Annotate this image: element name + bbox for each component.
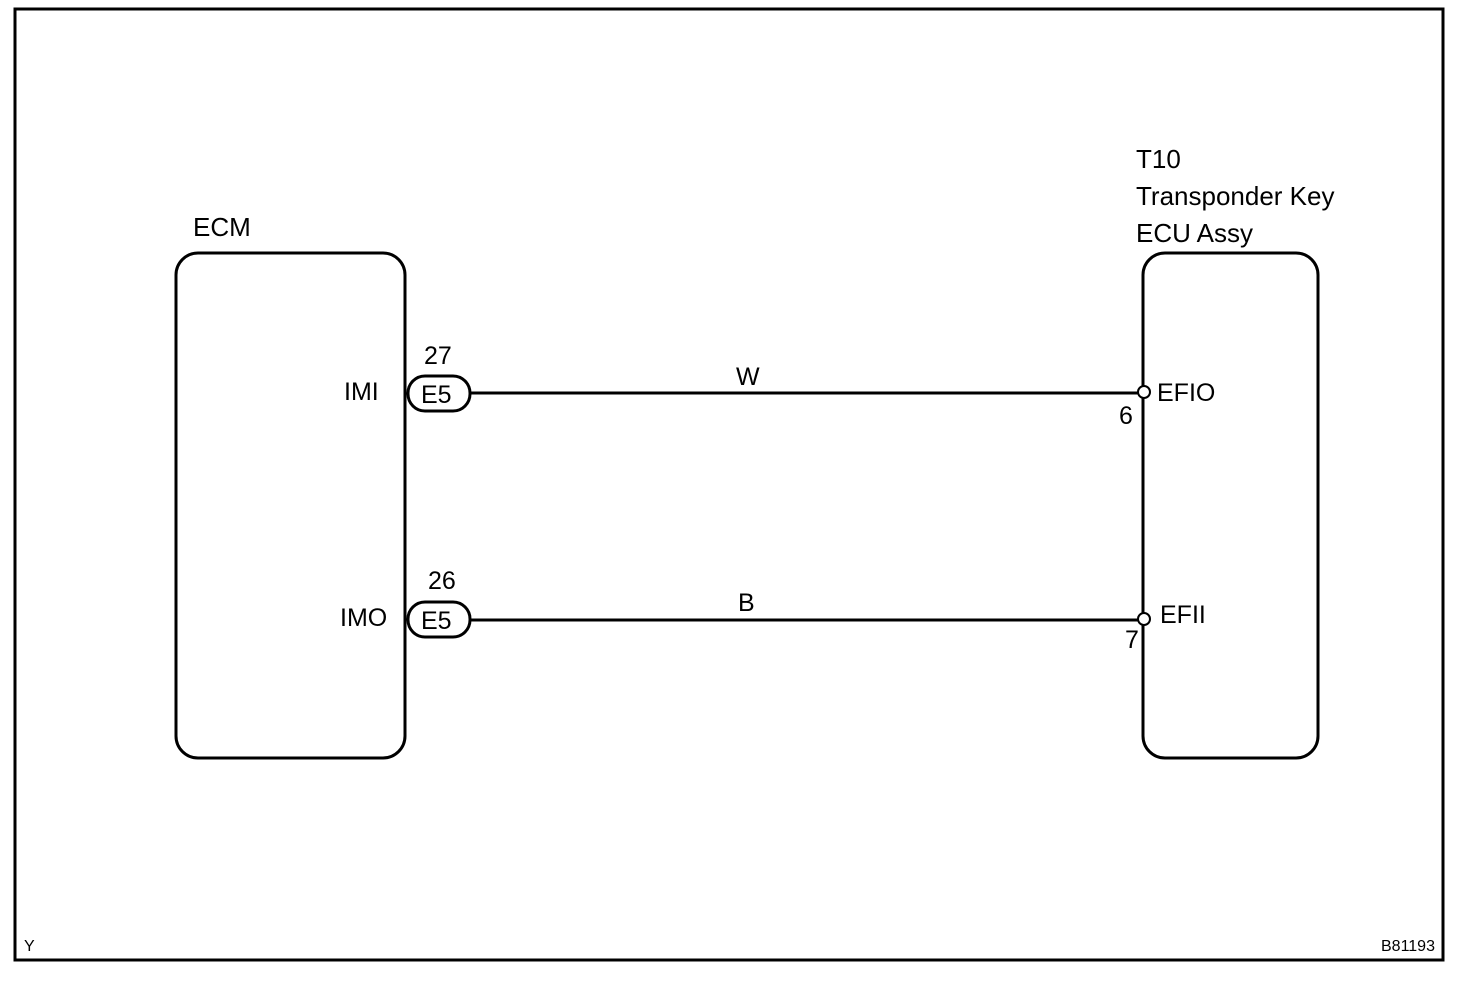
pin-number-6: 6 (1119, 402, 1133, 430)
t10-code-label: T10 (1136, 144, 1181, 174)
ecm-terminal-imi: IMI (344, 378, 379, 406)
ecm-box (174, 251, 407, 760)
t10-terminal-efii: EFII (1160, 601, 1206, 629)
wire-color-b: B (738, 589, 755, 617)
footer-left-code: Y (24, 938, 35, 955)
ecm-label: ECM (193, 212, 251, 242)
pin-number-26: 26 (428, 567, 456, 595)
pin-number-27: 27 (424, 342, 452, 370)
t10-name-line1: Transponder Key (1136, 181, 1334, 211)
figure-id: B81193 (1381, 938, 1435, 955)
wire-imi-efio: IMI 27 E5 W EFIO 6 (344, 342, 1215, 430)
pin-number-7: 7 (1125, 626, 1139, 654)
ecm-terminal-imo: IMO (340, 604, 387, 632)
t10-name-line2: ECU Assy (1136, 218, 1253, 248)
t10-box (1141, 251, 1320, 760)
wire-imo-efii: IMO 26 E5 B EFII 7 (340, 567, 1206, 654)
wire-color-w: W (736, 363, 760, 391)
terminal-dot-efio (1137, 385, 1151, 399)
terminal-dot-efii (1137, 612, 1151, 626)
t10-terminal-efio: EFIO (1157, 379, 1215, 407)
connector-e5-top-label: E5 (421, 381, 452, 409)
diagram-frame (13, 7, 1445, 962)
connector-e5-bottom-label: E5 (421, 607, 452, 635)
